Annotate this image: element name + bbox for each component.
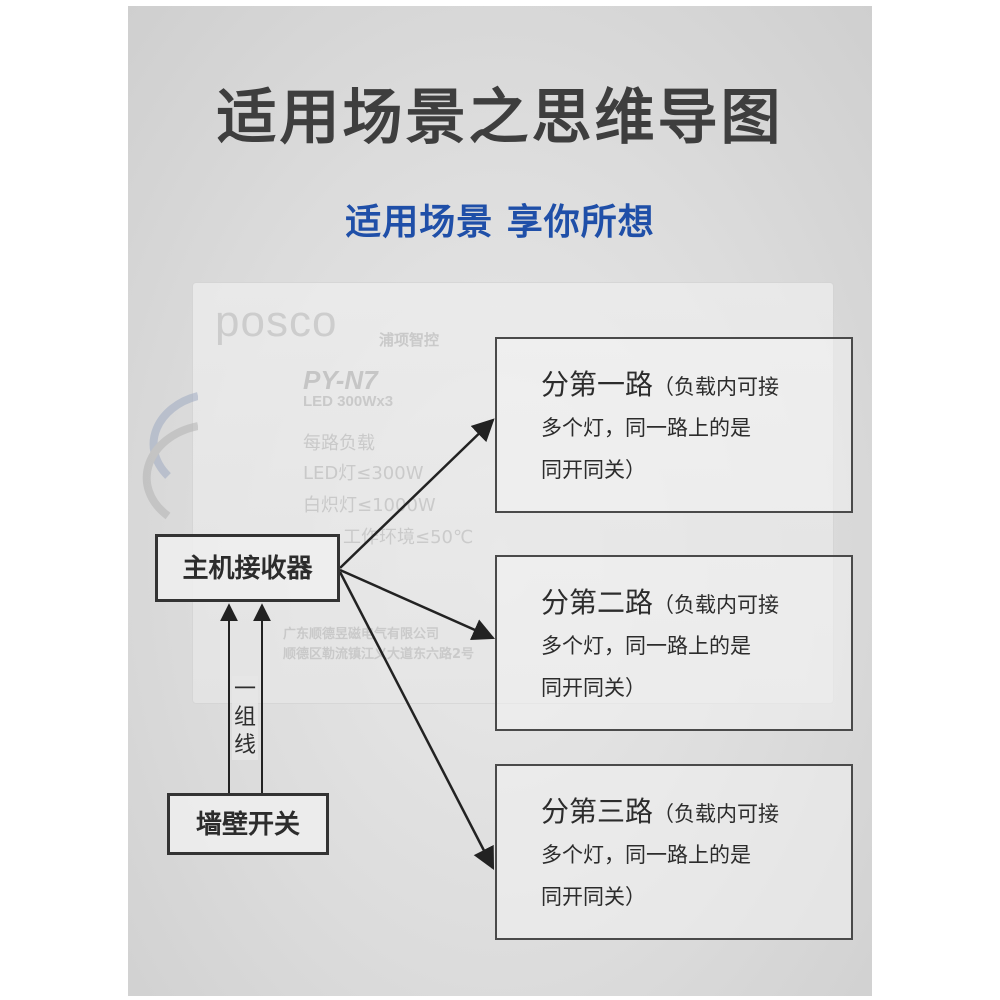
wire-label: 一组线: [232, 676, 258, 760]
device-wires: [142, 392, 198, 520]
arrow-to-branch-2: [339, 568, 496, 641]
model-text: PY-N7: [303, 365, 378, 395]
brand-logo: posco: [215, 297, 338, 346]
branch-1-line-3: 同开同关）: [541, 458, 646, 482]
branch-3-line-3: 同开同关）: [541, 885, 646, 909]
label-line-1: 每路负载: [303, 433, 375, 454]
brand-cn-text: 浦项智控: [379, 331, 440, 349]
branch-3-note: （负载内可接: [653, 802, 780, 826]
label-line-3: 白炽灯≤1000W: [303, 495, 436, 516]
branch-node-1: 分第一路（负载内可接 多个灯，同一路上的是 同开同关）: [495, 337, 853, 513]
branch-1-line-2: 多个灯，同一路上的是: [541, 416, 751, 440]
branch-node-3: 分第三路（负载内可接 多个灯，同一路上的是 同开同关）: [495, 764, 853, 940]
page-subtitle: 适用场景 享你所想: [345, 202, 655, 243]
branch-2-note: （负载内可接: [653, 593, 780, 617]
branch-2-line-3: 同开同关）: [541, 676, 646, 700]
page-title: 适用场景之思维导图: [216, 83, 784, 153]
label-line-2: LED灯≤300W: [303, 463, 424, 484]
main-receiver-node: 主机接收器: [155, 534, 340, 602]
company-line-2: 顺德区勒流镇江义大道东六路2号: [283, 647, 475, 662]
arrow-to-branch-3: [338, 571, 495, 870]
branch-2-head: 分第二路（负载内可接: [541, 586, 780, 619]
rating-text: LED 300Wx3: [303, 393, 394, 410]
branch-2-line-2: 多个灯，同一路上的是: [541, 634, 751, 658]
wall-switch-node: 墙壁开关: [167, 793, 329, 855]
company-line-1: 广东顺德昱磁电气有限公司: [283, 627, 440, 642]
branch-1-note: （负载内可接: [653, 375, 780, 399]
branch-1-head: 分第一路（负载内可接: [541, 368, 780, 401]
branch-3-head: 分第三路（负载内可接: [541, 795, 780, 828]
branch-node-2: 分第二路（负载内可接 多个灯，同一路上的是 同开同关）: [495, 555, 853, 731]
branch-3-line-2: 多个灯，同一路上的是: [541, 843, 751, 867]
arrow-to-branch-1: [339, 418, 495, 569]
